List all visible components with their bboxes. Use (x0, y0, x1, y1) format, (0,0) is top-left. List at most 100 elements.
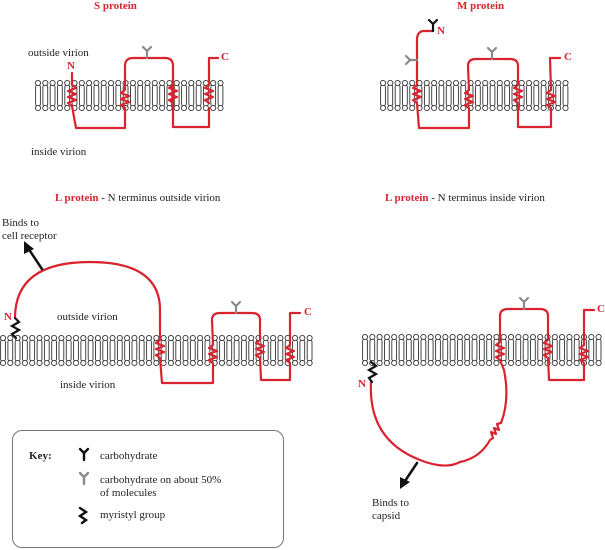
key-item-carbohydrate: carbohydrate (100, 450, 158, 462)
proteins (13, 29, 596, 467)
lipid-head (189, 334, 196, 342)
lipid-tail (540, 84, 547, 107)
lipid-head (248, 334, 255, 342)
lipid-tail (115, 84, 122, 107)
lipid-head (522, 359, 529, 367)
lipid-head (409, 79, 416, 87)
lipid-head (65, 334, 72, 342)
lipid-head (262, 359, 269, 367)
lipid-tail (508, 338, 514, 362)
lipid-head (438, 104, 445, 112)
lipid-head (42, 104, 49, 112)
annotation-line: Binds to (372, 497, 409, 509)
lipid-head (420, 359, 427, 367)
lipid-tail (595, 338, 602, 362)
lipid-tail (58, 339, 65, 362)
lipid-tail (537, 338, 544, 362)
lipid-head (248, 359, 255, 367)
lipid-tail (49, 84, 56, 107)
lipid-head (86, 104, 93, 112)
l-out-title-bold: L protein (55, 192, 99, 204)
arrow-head-icon (24, 241, 34, 254)
lipid-head (151, 104, 158, 112)
lipid-head (431, 79, 438, 87)
lipid-tail (175, 339, 182, 362)
lipid-head (398, 333, 405, 341)
lipid-head (423, 104, 430, 112)
lipid-head (107, 104, 115, 112)
lipid-head (460, 104, 467, 112)
lipid-head (551, 333, 558, 341)
lipid-head (449, 333, 456, 341)
lipid-head (456, 333, 463, 341)
key-partial-carbohydrate-icon (78, 471, 90, 486)
l-out-inside-label: inside virion (60, 379, 116, 391)
lipid-head (51, 334, 58, 342)
partial-carbohydrate-icon (486, 46, 498, 61)
l-in-title-bold: L protein (385, 192, 429, 204)
lipid-head (420, 333, 427, 341)
lipid-tail (471, 338, 478, 362)
s-outside-label: outside virion (28, 47, 89, 59)
arrow-icon (403, 461, 419, 483)
lipid-head (471, 333, 478, 341)
lipid-head (217, 104, 224, 112)
lipid-tail (420, 338, 427, 362)
lipid-head (0, 359, 7, 367)
key-item-myristyl: myristyl group (100, 509, 166, 521)
lipid-tail (197, 339, 203, 362)
lipid-head (559, 333, 566, 341)
lipid-tail (380, 84, 386, 107)
lipid-head (438, 79, 445, 87)
l-in-n-terminus: N (358, 378, 366, 390)
lipid-head (43, 359, 50, 367)
s-c-terminus: C (221, 51, 229, 63)
lipid-head (486, 333, 493, 341)
annotation-line: capsid (372, 510, 401, 522)
lipid-head (409, 104, 416, 112)
lipid-tail (270, 339, 276, 362)
lipid-head (107, 79, 115, 87)
lipid-tail (116, 339, 123, 362)
lipid-head (210, 104, 217, 112)
lipid-head (493, 333, 500, 341)
lipid-head (573, 333, 580, 341)
lipid-head (137, 104, 144, 112)
lipid-head (197, 359, 204, 367)
lipid-head (525, 104, 533, 112)
lipid-head (160, 334, 167, 342)
lipid-head (562, 79, 569, 87)
lipid-tail (100, 84, 107, 107)
lipid-tail (453, 84, 459, 107)
l-in-c-terminus: C (597, 303, 605, 315)
m-c-terminus: C (564, 51, 572, 63)
lipid-head (116, 359, 123, 367)
lipid-head (124, 334, 131, 342)
partial-carbohydrate-icon (518, 296, 530, 311)
lipid-head (87, 359, 94, 367)
lipid-head (427, 359, 434, 367)
key-box (12, 430, 284, 548)
lipid-head (464, 333, 471, 341)
lipid-tail (262, 339, 269, 362)
partial-carbohydrate-icon (141, 45, 153, 60)
lipid-head (423, 79, 430, 87)
lipid-tail (431, 84, 437, 107)
lipid-head (159, 79, 166, 87)
lipid-tail (226, 339, 233, 362)
lipid-head (507, 333, 515, 341)
m-protein-title: M protein (457, 0, 504, 12)
lipid-tail (241, 339, 247, 362)
lipid-head (559, 359, 566, 367)
lipid-head (387, 79, 394, 87)
lipid-tail (93, 84, 100, 107)
lipid-tail (87, 339, 94, 362)
lipid-head (401, 104, 408, 112)
key-carbohydrate-icon (78, 447, 90, 462)
partial-carbohydrate-icon (230, 300, 242, 315)
lipid-head (93, 79, 100, 87)
lipid-head (445, 104, 452, 112)
lipid-head (555, 79, 562, 87)
lipid-head (595, 333, 602, 341)
